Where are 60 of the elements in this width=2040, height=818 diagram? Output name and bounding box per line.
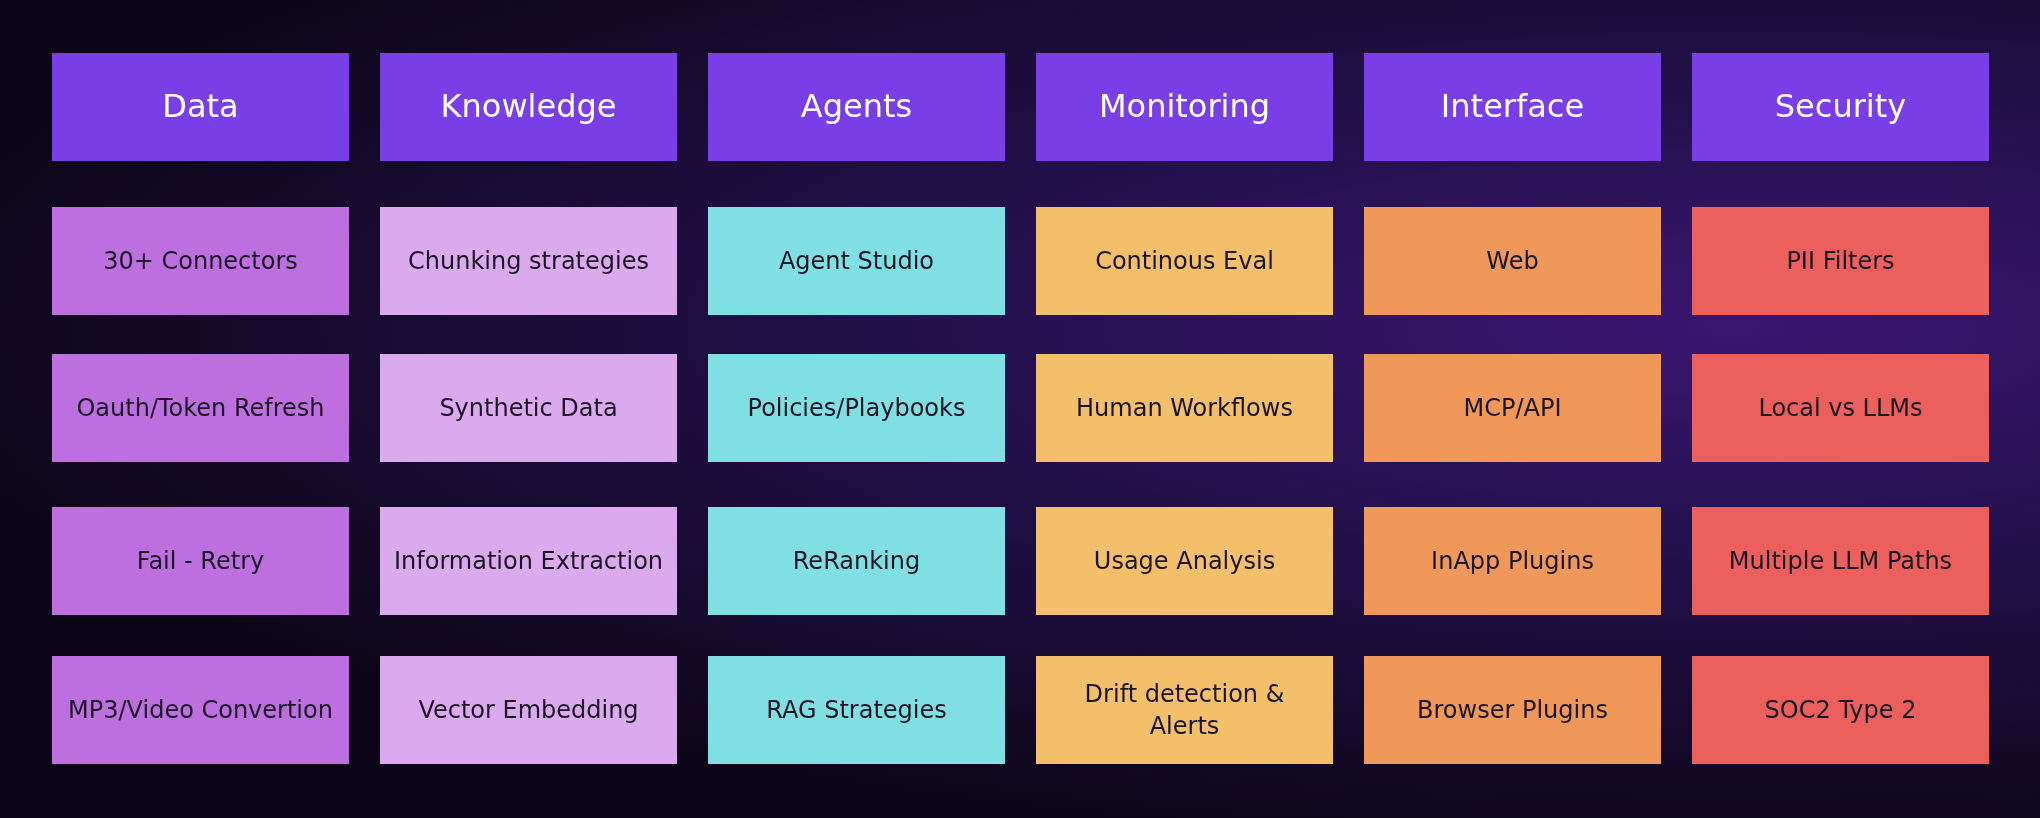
item-label: Drift detection & Alerts <box>1083 678 1286 742</box>
header-box <box>1692 53 1989 161</box>
item-box <box>1692 354 1989 462</box>
item-box <box>1364 207 1661 315</box>
item-box <box>1692 207 1989 315</box>
item-box <box>1036 507 1333 615</box>
item-label: Web <box>1486 245 1539 277</box>
item-label: Vector Embedding <box>418 694 639 726</box>
item-box <box>1036 656 1333 764</box>
item-label: Human Workflows <box>1076 392 1293 424</box>
item-box <box>1364 507 1661 615</box>
item-label: InApp Plugins <box>1431 545 1594 577</box>
header-box <box>380 53 677 161</box>
header-box <box>708 53 1005 161</box>
item-box <box>52 354 349 462</box>
item-box <box>52 507 349 615</box>
column-heading: Agents <box>800 86 913 128</box>
item-label: Synthetic Data <box>439 392 618 424</box>
item-label: 30+ Connectors <box>103 245 298 277</box>
item-box <box>1692 656 1989 764</box>
item-label: PII Filters <box>1786 245 1895 277</box>
item-label: Browser Plugins <box>1417 694 1608 726</box>
item-label: Continous Eval <box>1095 245 1274 277</box>
column-heading: Monitoring <box>1098 86 1271 128</box>
column-heading: Data <box>162 86 239 128</box>
item-label: Local vs LLMs <box>1758 392 1923 424</box>
item-box <box>708 507 1005 615</box>
item-box <box>1036 354 1333 462</box>
item-box <box>708 207 1005 315</box>
item-box <box>380 656 677 764</box>
item-label: SOC2 Type 2 <box>1764 694 1917 726</box>
column-heading: Knowledge <box>440 86 617 128</box>
item-label: Agent Studio <box>778 245 935 277</box>
item-box <box>1036 207 1333 315</box>
item-label: MCP/API <box>1463 392 1562 424</box>
column-heading: Security <box>1774 86 1907 128</box>
item-box <box>52 207 349 315</box>
item-label: MP3/Video Convertion <box>68 694 333 726</box>
item-label: Multiple LLM Paths <box>1728 545 1953 577</box>
item-box <box>1364 656 1661 764</box>
item-label: Oauth/Token Refresh <box>76 392 325 424</box>
item-box <box>52 656 349 764</box>
item-label: Fail - Retry <box>136 545 265 577</box>
item-box <box>1364 354 1661 462</box>
item-box <box>708 656 1005 764</box>
header-box <box>1036 53 1333 161</box>
column-heading: Interface <box>1440 86 1585 128</box>
item-box <box>380 507 677 615</box>
item-box <box>380 354 677 462</box>
item-label: RAG Strategies <box>766 694 947 726</box>
header-box <box>52 53 349 161</box>
item-label: ReRanking <box>792 545 921 577</box>
item-label: Policies/Playbooks <box>747 392 966 424</box>
header-box <box>1364 53 1661 161</box>
item-box <box>1692 507 1989 615</box>
item-box <box>380 207 677 315</box>
item-label: Information Extraction <box>393 545 664 577</box>
item-label: Chunking strategies <box>408 245 649 277</box>
item-box <box>708 354 1005 462</box>
item-label: Usage Analysis <box>1093 545 1276 577</box>
